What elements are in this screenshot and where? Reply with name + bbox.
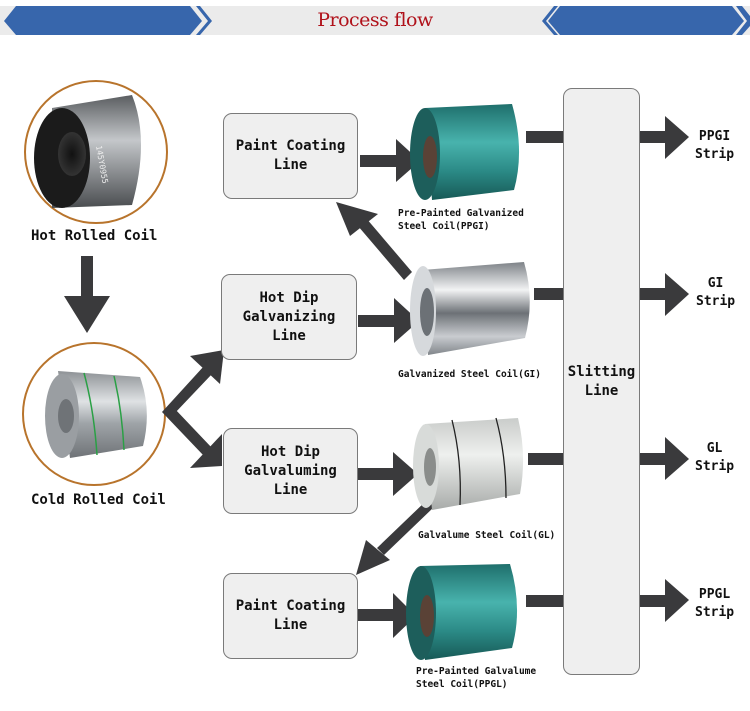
hot-rolled-coil-image: 145Y0955 xyxy=(24,80,168,224)
right-banner xyxy=(542,6,750,35)
cold-rolled-coil-image xyxy=(22,342,166,486)
arrow-to-gi-strip xyxy=(639,273,689,316)
gi-coil-image xyxy=(410,262,530,356)
arrow-to-ppgi-strip xyxy=(639,116,689,159)
connector-ppgi-slitting xyxy=(526,131,564,143)
hot-dip-galvaluming-line: Hot Dip Galvaluming Line xyxy=(223,428,358,514)
arrow-galvaluming-to-gl xyxy=(358,452,418,496)
arrow-to-gl-strip xyxy=(639,437,689,480)
arrow-cold-to-galvaluming xyxy=(162,408,222,468)
ppgl-strip-label: PPGL Strip xyxy=(695,587,735,620)
arrow-gl-to-paint-bottom xyxy=(356,500,434,575)
slitting-line: Slitting Line xyxy=(563,88,640,675)
arrow-hot-to-cold xyxy=(64,256,110,333)
arrow-gi-to-paint-top xyxy=(336,202,412,280)
arrow-to-ppgl-strip xyxy=(639,579,689,622)
ppgi-coil-image xyxy=(410,104,520,200)
paint-coating-line-bottom: Paint Coating Line xyxy=(223,573,358,659)
gi-coil-label: Galvanized Steel Coil(GI) xyxy=(398,369,541,380)
connector-gi-slitting xyxy=(534,288,564,300)
arrow-galvanizing-to-gi xyxy=(358,298,419,343)
page-title: Process flow xyxy=(317,9,433,31)
ppgl-coil-label: Pre-Painted Galvalume Steel Coil(PPGL) xyxy=(416,666,537,690)
gl-coil-image xyxy=(413,417,524,510)
gi-strip-label: GI Strip xyxy=(696,276,736,309)
arrow-paint-top-to-ppgi xyxy=(360,139,420,182)
ppgl-coil-image xyxy=(406,564,518,660)
left-banner xyxy=(4,6,212,35)
header-banner xyxy=(4,6,750,35)
arrow-paint-bottom-to-ppgl xyxy=(358,593,416,638)
arrow-cold-to-galvanizing xyxy=(162,350,224,414)
ppgi-strip-label: PPGI Strip xyxy=(695,129,735,162)
connector-gl-slitting xyxy=(528,453,564,465)
hot-rolled-coil-label: Hot Rolled Coil xyxy=(31,228,158,244)
connector-ppgl-slitting xyxy=(526,595,564,607)
paint-coating-line-top: Paint Coating Line xyxy=(223,113,358,199)
gl-coil-label: Galvalume Steel Coil(GL) xyxy=(418,530,556,541)
ppgi-coil-label: Pre-Painted Galvanized Steel Coil(PPGI) xyxy=(398,208,524,232)
hot-dip-galvanizing-line: Hot Dip Galvanizing Line xyxy=(221,274,357,360)
cold-rolled-coil-label: Cold Rolled Coil xyxy=(31,492,166,508)
gl-strip-label: GL Strip xyxy=(695,441,735,474)
